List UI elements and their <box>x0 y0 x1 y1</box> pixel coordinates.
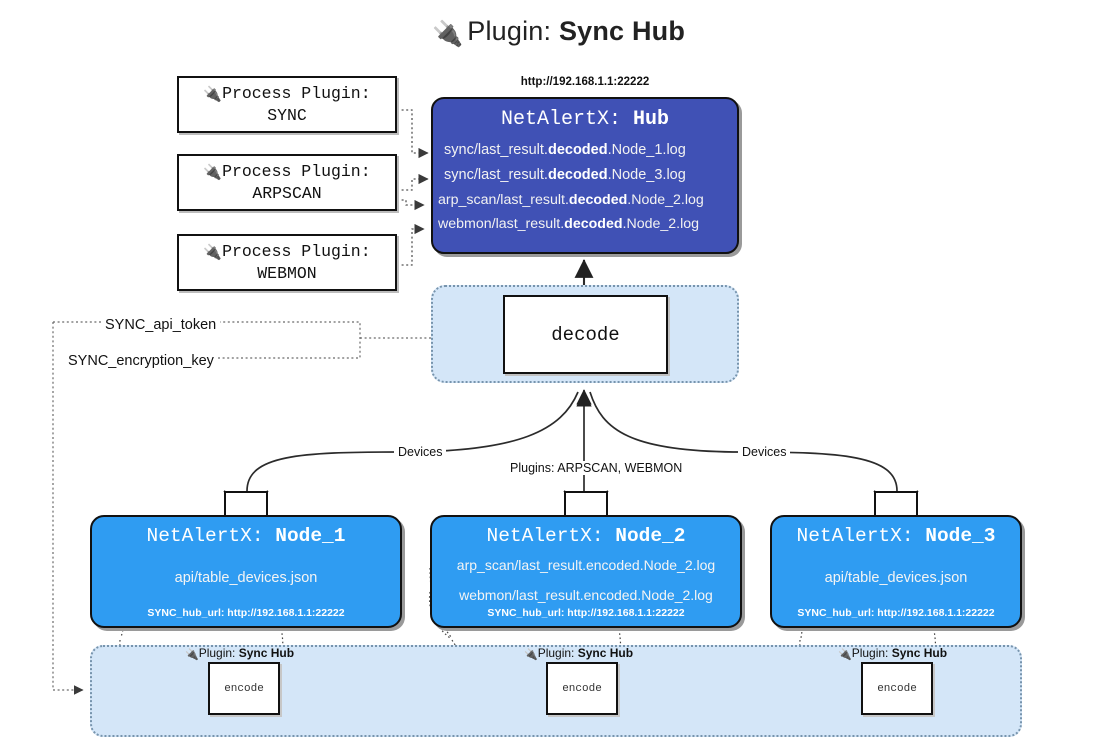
encode-box-3[interactable]: encode <box>861 662 933 715</box>
hub-log-3: arp_scan/last_result.decoded.Node_2.log <box>438 191 704 208</box>
plug-icon: 🔌 <box>838 649 852 661</box>
page-title-name: Sync Hub <box>558 16 686 46</box>
node-3[interactable]: NetAlertX: Node_3 api/table_devices.json… <box>770 515 1022 628</box>
page-title-prefix: Plugin: <box>467 16 552 46</box>
plug-icon: 🔌 <box>431 20 464 48</box>
edge-label-plugins: Plugins: ARPSCAN, WEBMON <box>506 461 687 475</box>
process-plugin-arpscan[interactable]: 🔌Process Plugin: ARPSCAN <box>177 154 397 211</box>
node-1-hub-url: SYNC_hub_url: http://192.168.1.1:22222 <box>147 607 345 619</box>
encode-box-1[interactable]: encode <box>208 662 280 715</box>
encode-box-2[interactable]: encode <box>546 662 618 715</box>
encode-plugin-label-3: 🔌Plugin: Sync Hub <box>838 646 948 661</box>
process-plugin-sync[interactable]: 🔌Process Plugin: SYNC <box>177 76 397 133</box>
process-plugin-arpscan-name: ARPSCAN <box>252 183 322 203</box>
plug-icon: 🔌 <box>203 243 223 262</box>
node-2-hub-url: SYNC_hub_url: http://192.168.1.1:22222 <box>487 607 685 619</box>
sync-api-token-label: SYNC_api_token <box>101 317 221 333</box>
decode-box[interactable]: decode <box>503 295 668 374</box>
node-3-line-1: api/table_devices.json <box>824 570 968 586</box>
node-2-title: NetAlertX: Node_2 <box>486 525 686 547</box>
process-plugin-sync-label: 🔌Process Plugin: <box>203 84 371 104</box>
plug-icon: 🔌 <box>185 649 199 661</box>
hub-url-label: http://192.168.1.1:22222 <box>520 76 650 88</box>
plug-icon: 🔌 <box>524 649 538 661</box>
encode-plugin-label-1: 🔌Plugin: Sync Hub <box>185 646 295 661</box>
process-plugin-arpscan-label: 🔌Process Plugin: <box>203 162 371 182</box>
node-3-title: NetAlertX: Node_3 <box>796 525 996 547</box>
node-2-line-2: webmon/last_result.encoded.Node_2.log <box>459 586 713 603</box>
hub-log-4: webmon/last_result.decoded.Node_2.log <box>438 216 700 233</box>
hub-node[interactable]: NetAlertX: Hub sync/last_result.decoded.… <box>431 97 739 254</box>
hub-log-1: sync/last_result.decoded.Node_1.log <box>444 142 686 158</box>
node-3-hub-url: SYNC_hub_url: http://192.168.1.1:22222 <box>797 607 995 619</box>
node-1-line-1: api/table_devices.json <box>174 570 318 586</box>
plug-icon: 🔌 <box>203 85 223 104</box>
node-1-title: NetAlertX: Node_1 <box>146 525 346 547</box>
node-1[interactable]: NetAlertX: Node_1 api/table_devices.json… <box>90 515 402 628</box>
edge-label-devices-left: Devices <box>394 445 447 459</box>
node-2-line-1: arp_scan/last_result.encoded.Node_2.log <box>456 557 716 573</box>
process-plugin-webmon-label: 🔌Process Plugin: <box>203 242 371 262</box>
sync-encryption-key-label: SYNC_encryption_key <box>64 353 218 369</box>
node-2[interactable]: NetAlertX: Node_2 arp_scan/last_result.e… <box>430 515 742 628</box>
hub-title: NetAlertX: Hub <box>500 108 670 131</box>
encode-plugin-label-2: 🔌Plugin: Sync Hub <box>524 646 634 661</box>
edge-label-devices-right: Devices <box>738 445 791 459</box>
hub-log-2: sync/last_result.decoded.Node_3.log <box>444 166 686 183</box>
page-title: 🔌Plugin: Sync Hub <box>0 16 1117 49</box>
process-plugin-sync-name: SYNC <box>267 105 307 125</box>
process-plugin-webmon-name: WEBMON <box>257 263 317 283</box>
plug-icon: 🔌 <box>203 163 223 182</box>
process-plugin-webmon[interactable]: 🔌Process Plugin: WEBMON <box>177 234 397 291</box>
